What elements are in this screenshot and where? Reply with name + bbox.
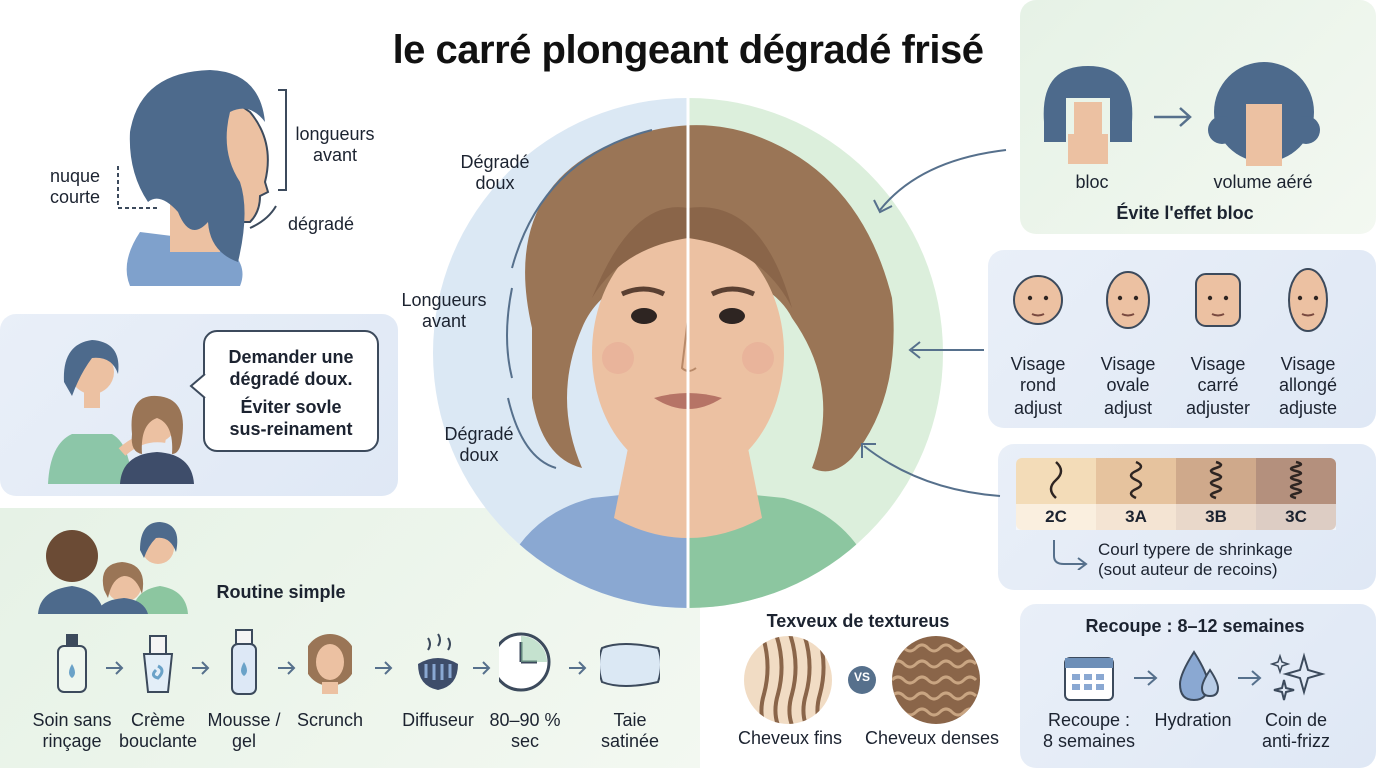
- routine-step-label: Taie satinée: [600, 710, 660, 751]
- routine-arrow-icon: [472, 661, 490, 675]
- dense-hair-label: Cheveux denses: [864, 728, 1000, 748]
- recoupe-arrow-2: [1238, 670, 1262, 686]
- face-shape-sub-label: adjuste: [1278, 398, 1338, 418]
- curl-type-swatch: 3C: [1256, 458, 1336, 530]
- vs-badge: VS: [853, 670, 870, 684]
- bubble-tail: [189, 373, 206, 399]
- curl-type-swatch: 3B: [1176, 458, 1256, 530]
- curl-pattern-icon: [1129, 460, 1143, 500]
- volume-label: volume aéré: [1213, 172, 1313, 192]
- recoupe-item-label: Coin de anti-frizz: [1261, 710, 1330, 751]
- profile-guides: [117, 89, 287, 229]
- face-shape-label: Visage rond: [1010, 354, 1066, 395]
- face-shape-label: Visage allongé: [1278, 354, 1338, 395]
- curl-type-swatch: 2C: [1016, 458, 1096, 530]
- recoupe-item-label: Hydration: [1154, 710, 1232, 730]
- face-shape-icon: [1195, 273, 1241, 327]
- routine-arrow-icon: [192, 661, 210, 675]
- recoupe-title: Recoupe : 8–12 semaines: [1085, 616, 1305, 636]
- center-degrade-bottom-label: Dégradé doux: [444, 424, 514, 465]
- bloc-label: bloc: [1075, 172, 1109, 192]
- sparkle-icon: [1270, 652, 1326, 701]
- curl-pattern-icon: [1209, 460, 1223, 500]
- routine-arrow-icon: [106, 661, 124, 675]
- curl-type-code: 3A: [1096, 504, 1176, 530]
- bloc-arrow-icon: [1154, 107, 1192, 127]
- scrunch-curls-icon: [308, 634, 352, 694]
- face-shape-sub-label: adjuster: [1185, 398, 1251, 418]
- texture-compare-illustration: [744, 636, 980, 724]
- curl-type-code: 2C: [1016, 504, 1096, 530]
- profile-haircut-illustration: [126, 70, 270, 286]
- consult-bubble: Demander une dégradé doux. Éviter sovle …: [203, 330, 379, 452]
- curl-pattern-icon: [1289, 460, 1303, 500]
- face-shape-icon: [1106, 271, 1150, 329]
- texture-title: Texveux de textureus: [766, 611, 950, 631]
- diffuser-icon: [418, 633, 458, 690]
- routine-people-illustration: [38, 522, 188, 614]
- calendar-icon: [1064, 657, 1114, 701]
- mousse-can-icon: [231, 629, 257, 695]
- face-shape-icon: [1288, 268, 1328, 332]
- center-portrait: [433, 98, 943, 608]
- page-title: le carré plongeant dégradé frisé: [392, 28, 984, 72]
- curl-pattern-icon: [1049, 461, 1063, 499]
- curl-caption: Courl typere de shrinkage (sout auteur d…: [1098, 540, 1293, 579]
- recoupe-arrow-1: [1134, 670, 1158, 686]
- routine-step-label: Crème bouclante: [118, 710, 198, 751]
- nuque-label: nuque courte: [49, 166, 101, 207]
- center-longueurs-label: Longueurs avant: [401, 290, 487, 331]
- routine-step-label: Diffuseur: [402, 710, 474, 730]
- connector-arrows: [861, 149, 1007, 497]
- fine-hair-label: Cheveux fins: [737, 728, 843, 748]
- curl-type-swatch: 3A: [1096, 458, 1176, 530]
- routine-step-label: Soin sans rinçage: [32, 710, 112, 751]
- leave-in-bottle-icon: [57, 634, 87, 693]
- bloc-caption: Évite l'effet bloc: [1116, 203, 1254, 223]
- routine-title: Routine simple: [216, 582, 346, 602]
- face-shape-sub-label: adjust: [1013, 398, 1063, 418]
- routine-arrow-icon: [568, 661, 586, 675]
- water-drop-icon: [1178, 650, 1220, 702]
- routine-arrow-icon: [375, 661, 393, 675]
- routine-step-label: 80–90 % sec: [489, 710, 561, 751]
- volume-head-icon: [1208, 62, 1320, 166]
- curl-cream-icon: [142, 635, 174, 693]
- routine-step-label: Scrunch: [296, 710, 364, 730]
- face-shape-sub-label: adjust: [1103, 398, 1153, 418]
- face-shape-label: Visage carré: [1190, 354, 1246, 395]
- pillow-icon: [600, 643, 660, 687]
- longueurs-avant-label: longueurs avant: [295, 124, 375, 165]
- routine-arrow-icon: [278, 661, 296, 675]
- curl-type-code: 3B: [1176, 504, 1256, 530]
- consult-line-1: Demander une dégradé doux.: [228, 347, 354, 389]
- face-shape-icon: [1013, 275, 1063, 325]
- curl-type-code: 3C: [1256, 504, 1336, 530]
- clock-icon: [499, 632, 551, 692]
- curl-caption-arrow-icon: [1053, 540, 1088, 570]
- bloc-head-icon: [1043, 66, 1133, 164]
- face-shape-label: Visage ovale: [1100, 354, 1156, 395]
- stylist-client-illustration: [48, 340, 194, 484]
- center-degrade-top-label: Dégradé doux: [460, 152, 530, 193]
- consult-line-2: Éviter sovle sus-reinament: [229, 397, 353, 439]
- routine-step-label: Mousse / gel: [207, 710, 281, 751]
- recoupe-item-label: Recoupe : 8 semaines: [1042, 710, 1136, 751]
- degrade-label: dégradé: [287, 214, 355, 234]
